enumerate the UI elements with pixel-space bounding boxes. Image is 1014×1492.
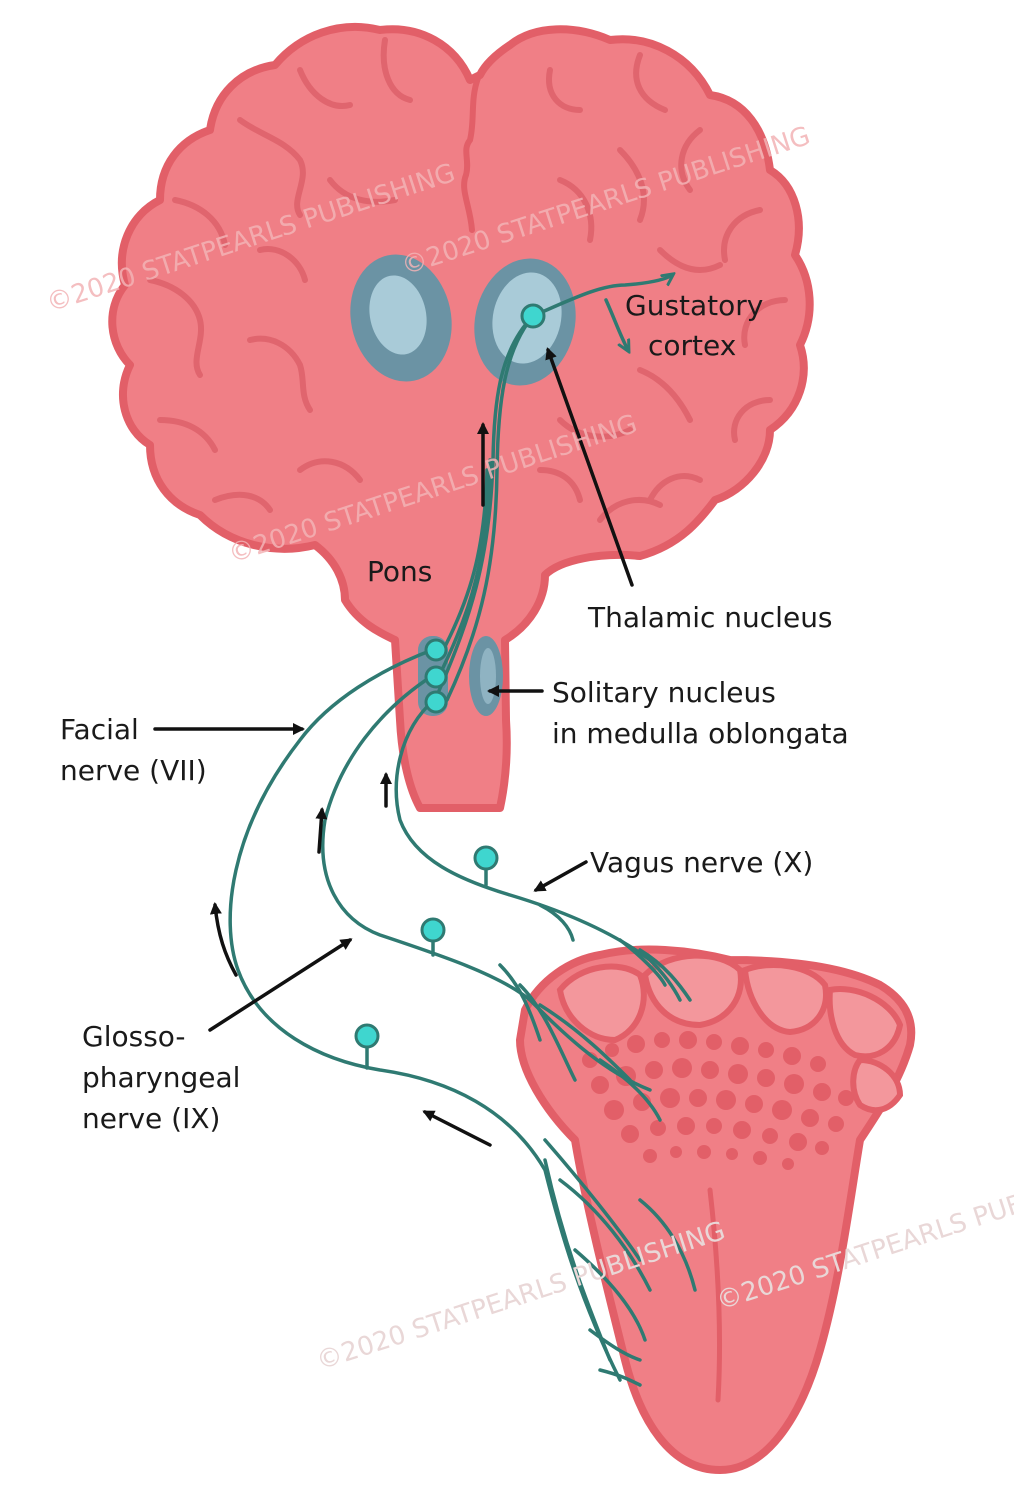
thalamic-pointer [545,347,634,587]
tongue [516,945,916,1474]
brain-outline [108,23,814,812]
glossopharyngeal-label-line1: Glosso- [82,1020,186,1053]
brain-folds [147,37,788,523]
glosso-pointer [208,938,353,1032]
glossopharyngeal-nerve-fiber [321,674,652,1092]
facial-up-arrow [209,902,238,977]
solitary-nucleus-label-line1: Solitary nucleus [552,676,776,709]
glossopharyngeal-label-line2: pharyngeal [82,1061,240,1094]
facial-nerve-label-line2: nerve (VII) [60,754,207,787]
thalamic-tract [433,314,535,702]
thalamic-neuron [520,303,546,329]
solitary-neuron-3 [424,690,448,714]
direction-arrows [153,347,634,1147]
thalamus-left [350,254,452,382]
solitary-neuron-1 [424,638,448,662]
longitudinal-fissure [461,75,481,233]
vagus-pointer [533,860,588,892]
vagus-nerve-fiber [394,698,682,1002]
taste-papillae [582,1031,854,1170]
facial-nerve-label-line1: Facial [60,713,139,746]
glosso-up-arrow [315,807,328,854]
pons-label: Pons [367,555,432,588]
facial-nerve-fiber [228,648,622,1382]
neuron-cell-bodies [354,303,546,1049]
labels: Gustatory cortex Pons Thalamic nucleus S… [60,289,849,1135]
solitary-nucleus-label-line2: in medulla oblongata [552,717,849,750]
vagus-ganglion [473,845,499,871]
glossopharyngeal-label-line3: nerve (IX) [82,1102,220,1135]
facial-ganglion [354,1023,380,1049]
gustatory-cortex-label-line2: cortex [648,329,736,362]
vagus-nerve-label: Vagus nerve (X) [590,846,813,879]
tongue-to-nerve-arrow [422,1110,492,1147]
nerve-fibers [228,275,697,1387]
glossopharyngeal-ganglion [420,917,446,943]
gustatory-cortex-label-line1: Gustatory [625,289,763,322]
thalamo-cortical-fiber [531,275,672,318]
median-sulcus [707,1187,723,1403]
thalamic-nucleus-label: Thalamic nucleus [587,601,833,634]
solitary-neuron-2 [424,665,448,689]
